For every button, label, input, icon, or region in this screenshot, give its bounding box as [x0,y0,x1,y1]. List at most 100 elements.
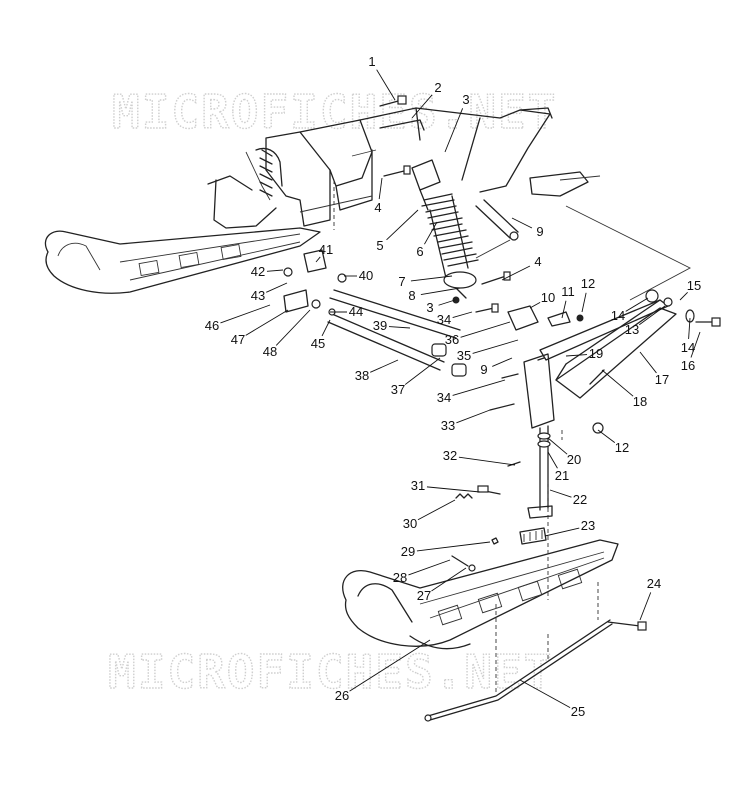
alignment-lines [333,180,599,692]
callout-leader-20 [547,437,568,455]
callout-12: 12 [615,440,629,455]
callout-29: 29 [401,544,415,559]
callout-leader-37 [404,357,441,385]
pin-31 [477,485,501,495]
mount-brackets-left [283,249,347,316]
callout-23: 23 [581,518,595,533]
callout-45: 45 [311,336,325,351]
callout-37: 37 [391,382,405,397]
callout-leader-43 [266,282,288,293]
callout-leader-30 [417,499,456,521]
callout-leader-17 [639,351,657,374]
callout-leader-45 [321,319,331,337]
callout-12: 12 [581,276,595,291]
bolt-33 [489,403,515,411]
hardware-27-28-29 [451,537,499,572]
upper-a-arm [539,299,669,361]
callout-3: 3 [426,300,433,315]
callout-leader-5 [386,209,419,241]
callout-7: 7 [398,274,405,289]
callout-leader-14 [625,297,649,312]
callout-leader-3 [444,108,464,153]
callout-33: 33 [441,418,455,433]
callout-34: 34 [437,312,451,327]
callout-43: 43 [251,288,265,303]
callout-32: 32 [443,448,457,463]
callout-leader-21 [547,451,558,469]
callout-2: 2 [434,80,441,95]
callout-leader-16 [690,331,701,358]
nut-3 [452,296,460,304]
callout-leader-25 [519,679,571,709]
callout-26: 26 [335,688,349,703]
reference-lines [475,205,691,301]
ski-bolt-24 [607,621,647,631]
callout-34: 34 [437,390,451,405]
callout-38: 38 [355,368,369,383]
callout-leader-34 [452,379,506,396]
bolt-34-lower [501,373,519,379]
upper-link-rod [475,199,519,241]
radius-rod-38 [327,313,445,371]
callout-leader-46 [220,304,271,324]
callout-46: 46 [205,318,219,333]
spindle [523,353,555,519]
callout-leader-48 [275,309,311,346]
callout-21: 21 [555,468,569,483]
callout-24: 24 [647,576,661,591]
bolt-34-upper [475,303,499,313]
watermark-top: MICROFICHES.NET [112,85,557,139]
callout-leader-12 [597,429,616,443]
callout-10: 10 [541,290,555,305]
callout-4: 4 [374,200,381,215]
wear-pad-23 [519,527,547,545]
callout-4: 4 [534,254,541,269]
callout-leader-31 [426,486,481,493]
callout-leader-42 [266,269,284,272]
callout-leader-12 [581,292,587,313]
callout-leader-15 [679,292,688,301]
callout-leader-13 [639,305,666,326]
callout-18: 18 [633,394,647,409]
callout-28: 28 [393,570,407,585]
ski [342,539,619,650]
callout-leader-33 [456,409,491,424]
callout-leader-2 [411,94,433,119]
callout-leader-28 [408,559,451,576]
callout-40: 40 [359,268,373,283]
callout-16: 16 [681,358,695,373]
callout-leader-4 [378,177,383,200]
callout-leader-32 [458,456,516,466]
callout-25: 25 [571,704,585,719]
callout-42: 42 [251,264,265,279]
callout-3: 3 [462,92,469,107]
callout-11: 11 [561,284,575,299]
callout-39: 39 [373,318,387,333]
callout-30: 30 [403,516,417,531]
callout-leader-41 [315,256,321,263]
callout-9: 9 [480,362,487,377]
callout-leader-39 [388,326,411,329]
callout-1: 1 [368,54,375,69]
callout-5: 5 [376,238,383,253]
callout-leader-10 [529,301,541,309]
callout-19: 19 [589,346,603,361]
callout-leader-4 [501,265,531,281]
callout-41: 41 [319,242,333,257]
spring-30 [455,493,473,499]
callout-13: 13 [625,322,639,337]
callout-leader-36 [460,321,511,338]
callout-leader-9 [492,357,513,367]
pin-32 [507,461,521,467]
chassis-frame [265,107,553,227]
wear-bar-25 [424,619,613,722]
bushings-37 [431,343,467,377]
callout-leader-35 [472,339,519,354]
callout-leader-23 [544,527,580,537]
radius-rod-39 [329,289,461,339]
callout-leader-22 [549,489,572,498]
watermark-bottom: MICROFICHES.NET [108,645,553,699]
callout-leader-47 [245,309,289,336]
